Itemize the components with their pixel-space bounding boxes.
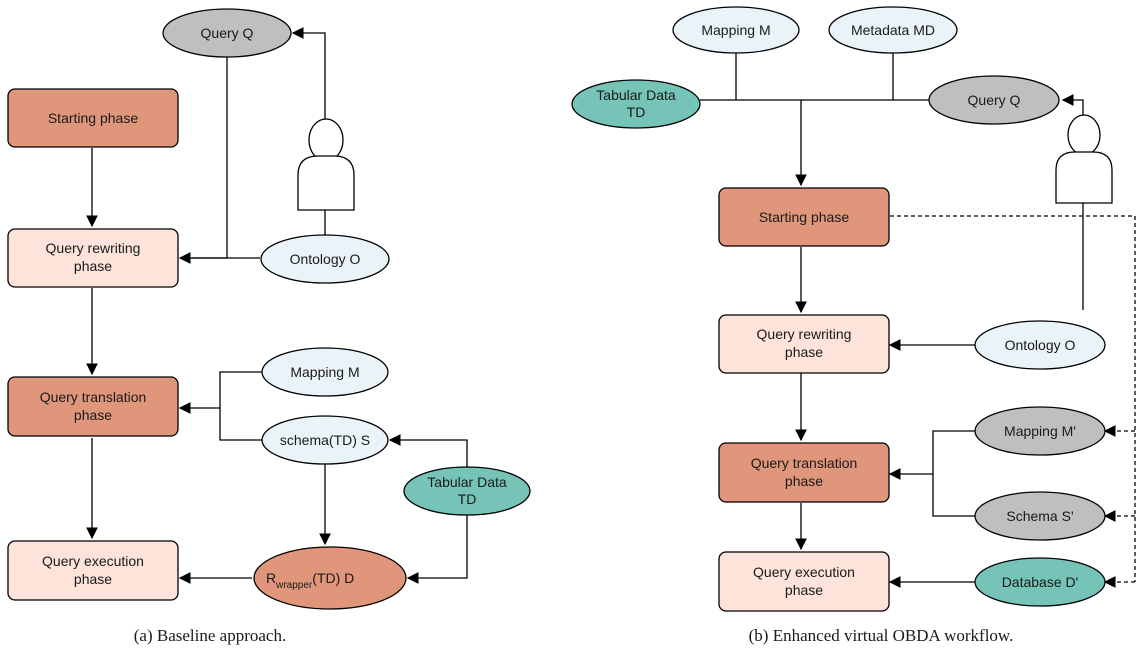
- edge-tabular-to-schema: [388, 434, 468, 470]
- query-rewriting-node-b: Query rewriting phase: [718, 314, 890, 374]
- query-rewriting-label-1: Query rewriting: [46, 240, 141, 256]
- wrapper-d-label: Rwrapper(TD) D: [266, 570, 354, 591]
- tabular-data-label-b-1: Tabular Data: [596, 87, 676, 103]
- starting-phase-node: Starting phase: [7, 88, 179, 148]
- query-rewriting-label-b-1: Query rewriting: [757, 326, 852, 342]
- query-rewriting-label-b-2: phase: [785, 344, 823, 360]
- query-execution-label-b-1: Query execution: [753, 564, 855, 580]
- edge-tabular-to-wrapper: [406, 512, 468, 584]
- ontology-o-label: Ontology O: [290, 251, 361, 267]
- mapping-m-node: Mapping M: [261, 347, 389, 397]
- mapping-m-prime-label: Mapping M': [1004, 423, 1076, 439]
- metadata-md-label: Metadata MD: [851, 22, 935, 38]
- mapping-m-label-b: Mapping M: [701, 22, 770, 38]
- query-q-node: Query Q: [162, 8, 292, 58]
- query-translation-node: Query translation phase: [7, 376, 179, 437]
- query-q-node-b: Query Q: [928, 75, 1060, 125]
- ontology-o-node-b: Ontology O: [974, 320, 1106, 370]
- query-translation-label-b-1: Query translation: [751, 455, 858, 471]
- query-execution-label-1: Query execution: [42, 553, 144, 569]
- ontology-o-node: Ontology O: [260, 234, 390, 284]
- caption-a: (a) Baseline approach.: [134, 626, 286, 645]
- mapping-m-label: Mapping M: [290, 364, 359, 380]
- schema-s-label: schema(TD) S: [280, 432, 370, 448]
- edge-prime-bracket: [932, 430, 975, 517]
- query-execution-label-b-2: phase: [785, 582, 823, 598]
- query-translation-label-1: Query translation: [40, 389, 147, 405]
- edge-user-to-query: [1061, 94, 1084, 115]
- database-d-prime-label: Database D': [1002, 574, 1079, 590]
- query-execution-label-2: phase: [74, 571, 112, 587]
- starting-phase-node-b: Starting phase: [718, 187, 890, 247]
- tabular-data-node-b: Tabular Data TD: [571, 79, 701, 129]
- tabular-data-node: Tabular Data TD: [403, 466, 531, 516]
- dashed-start-outputs: [890, 215, 1136, 582]
- user-icon-b: [1055, 114, 1113, 204]
- database-d-prime-node: Database D': [974, 557, 1106, 607]
- schema-s-prime-label: Schema S': [1006, 508, 1073, 524]
- query-rewriting-node: Query rewriting phase: [7, 228, 179, 288]
- starting-phase-label-b: Starting phase: [759, 209, 849, 225]
- query-translation-node-b: Query translation phase: [718, 442, 890, 503]
- metadata-md-node: Metadata MD: [828, 6, 958, 54]
- mapping-m-node-b: Mapping M: [672, 6, 800, 54]
- ontology-o-label-b: Ontology O: [1005, 337, 1076, 353]
- query-rewriting-label-2: phase: [74, 258, 112, 274]
- tabular-data-label-2: TD: [458, 491, 477, 507]
- query-translation-label-2: phase: [74, 407, 112, 423]
- enhanced-workflow: Mapping M Metadata MD Tabular Data TD Qu…: [571, 6, 1136, 645]
- query-translation-label-b-2: phase: [785, 473, 823, 489]
- baseline-approach: Query Q Starting phase Query rewriting p…: [7, 8, 531, 645]
- tabular-data-label-1: Tabular Data: [427, 474, 507, 490]
- tabular-data-label-b-2: TD: [627, 104, 646, 120]
- edge-mapping-schema-bracket: [219, 371, 265, 441]
- mapping-m-prime-node: Mapping M': [974, 406, 1106, 456]
- query-q-label: Query Q: [201, 25, 254, 41]
- query-q-label-b: Query Q: [968, 92, 1021, 108]
- starting-phase-label: Starting phase: [48, 110, 138, 126]
- query-execution-node-b: Query execution phase: [718, 551, 890, 612]
- schema-s-prime-node: Schema S': [974, 491, 1106, 541]
- wrapper-d-node: Rwrapper(TD) D: [253, 546, 407, 610]
- caption-b: (b) Enhanced virtual OBDA workflow.: [749, 626, 1014, 645]
- edge-query-to-rewrite: [178, 55, 228, 264]
- query-execution-node: Query execution phase: [7, 540, 179, 601]
- schema-s-node: schema(TD) S: [261, 415, 389, 465]
- user-icon: [297, 118, 355, 211]
